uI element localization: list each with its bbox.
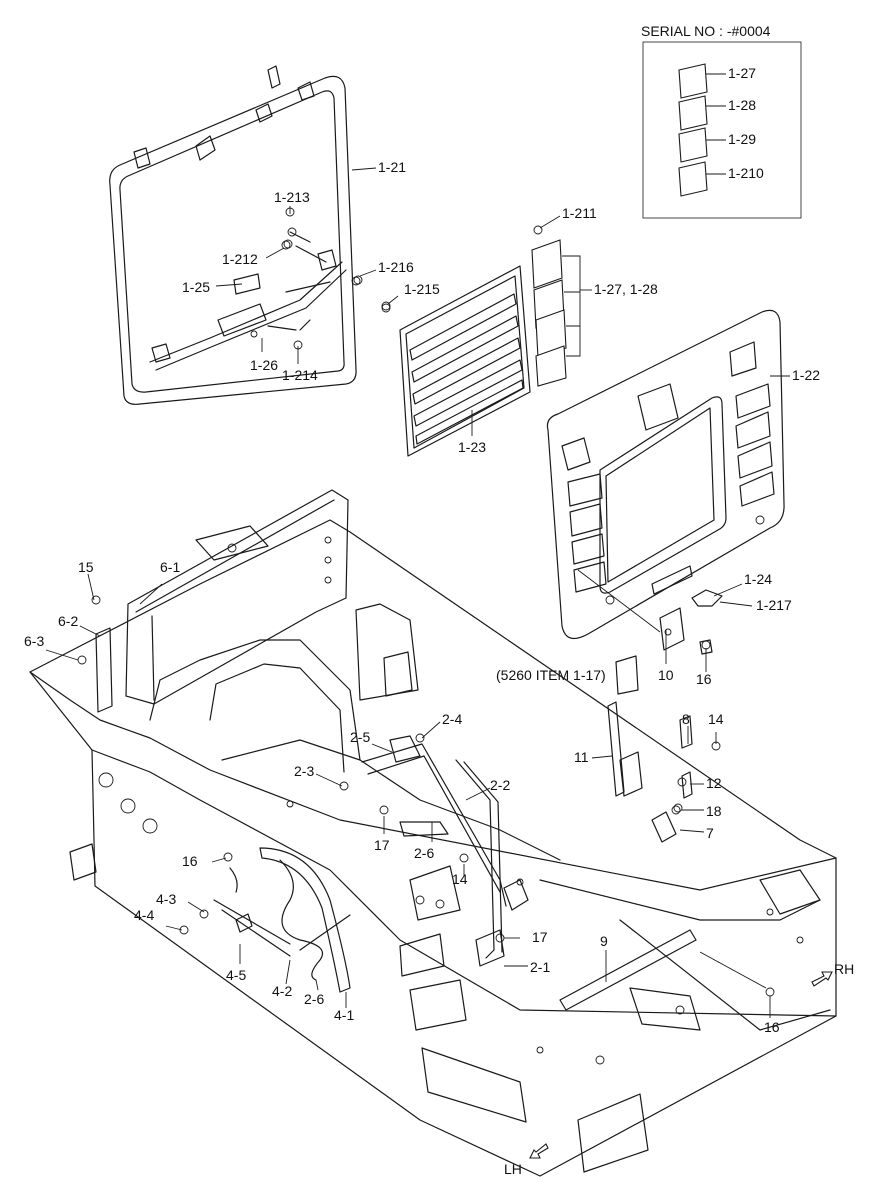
callout-1-25: 1-25 [182, 279, 210, 295]
callout-4-5: 4-5 [226, 967, 246, 983]
fasteners [77, 207, 775, 997]
callout-1-24: 1-24 [744, 571, 772, 587]
callout-2-4: 2-4 [442, 711, 462, 727]
callout-17-upper: 17 [374, 837, 390, 853]
callout-16-left: 16 [182, 853, 198, 869]
louver-grille [399, 265, 531, 457]
callout-6-2: 6-2 [58, 613, 78, 629]
callout-1-22: 1-22 [792, 367, 820, 383]
inset-plate-1 [678, 63, 708, 99]
callout-10: 10 [658, 667, 674, 683]
inset-plate-4 [678, 161, 708, 197]
hinge-rod [607, 701, 693, 843]
serial-inset: SERIAL NO : -#0004 1-27 1-28 1-29 1-210 [641, 23, 802, 219]
callout-6-1: 6-1 [160, 559, 180, 575]
chassis [29, 519, 837, 1177]
guard-frame [109, 65, 391, 405]
callout-17-lower: 17 [532, 929, 548, 945]
rh-arrow-icon [811, 971, 833, 987]
inset-label-4: 1-210 [728, 165, 764, 181]
callout-1-213: 1-213 [274, 189, 310, 205]
latch-assembly [615, 589, 723, 695]
cover-plates [531, 239, 567, 387]
direction-rh: RH [834, 961, 854, 977]
callout-1-215: 1-215 [404, 281, 440, 297]
callout-4-2: 4-2 [272, 983, 292, 999]
callout-1-27-1-28: 1-27, 1-28 [594, 281, 658, 297]
callout-4-3: 4-3 [156, 891, 176, 907]
callout-1-23: 1-23 [458, 439, 486, 455]
callout-labels: 1-21 1-213 1-212 1-216 1-25 1-215 1-26 1… [24, 159, 854, 1177]
direction-arrows [529, 971, 833, 1159]
inset-label-2: 1-28 [728, 97, 756, 113]
callout-1-216: 1-216 [378, 259, 414, 275]
inset-label-3: 1-29 [728, 131, 756, 147]
cable-rods [361, 735, 529, 967]
callout-2-1: 2-1 [530, 959, 550, 975]
callout-18: 18 [706, 803, 722, 819]
rear-panel [546, 309, 785, 640]
callout-1-26: 1-26 [250, 357, 278, 373]
callout-12: 12 [706, 775, 722, 791]
inset-frame [642, 41, 802, 219]
callout-1-214: 1-214 [282, 367, 318, 383]
callout-6-3: 6-3 [24, 633, 44, 649]
callout-2-6-lower: 2-6 [304, 991, 324, 1007]
inset-title: SERIAL NO : -#0004 [641, 23, 771, 39]
callout-1-21: 1-21 [378, 159, 406, 175]
callout-14-upper: 14 [708, 711, 724, 727]
inset-label-1: 1-27 [728, 65, 756, 81]
callout-14-lower: 14 [452, 871, 468, 887]
callout-8: 8 [682, 711, 690, 727]
callout-2-2: 2-2 [490, 777, 510, 793]
callout-1-211: 1-211 [562, 205, 597, 221]
side-plate [95, 489, 349, 713]
inset-plate-3 [678, 127, 708, 163]
callout-2-6-upper: 2-6 [414, 845, 434, 861]
callout-4-4: 4-4 [134, 907, 154, 923]
callout-1-217: 1-217 [756, 597, 792, 613]
callout-4-1: 4-1 [334, 1007, 354, 1023]
callout-2-5: 2-5 [350, 729, 370, 745]
callout-9: 9 [600, 933, 608, 949]
callout-7: 7 [706, 825, 714, 841]
direction-lh: LH [504, 1161, 522, 1177]
inset-plate-2 [678, 95, 708, 131]
leader-lines [45, 167, 790, 1018]
callout-11: 11 [574, 749, 589, 765]
wire-harness [213, 847, 697, 1011]
callout-16-panel: 16 [696, 671, 712, 687]
callout-15: 15 [78, 559, 94, 575]
callout-16-right: 16 [764, 1019, 780, 1035]
inset-plates [678, 63, 708, 197]
callout-1-212: 1-212 [222, 251, 258, 267]
note-5260-item: (5260 ITEM 1-17) [496, 667, 606, 683]
callout-2-3: 2-3 [294, 763, 314, 779]
lh-arrow-icon [529, 1143, 549, 1159]
